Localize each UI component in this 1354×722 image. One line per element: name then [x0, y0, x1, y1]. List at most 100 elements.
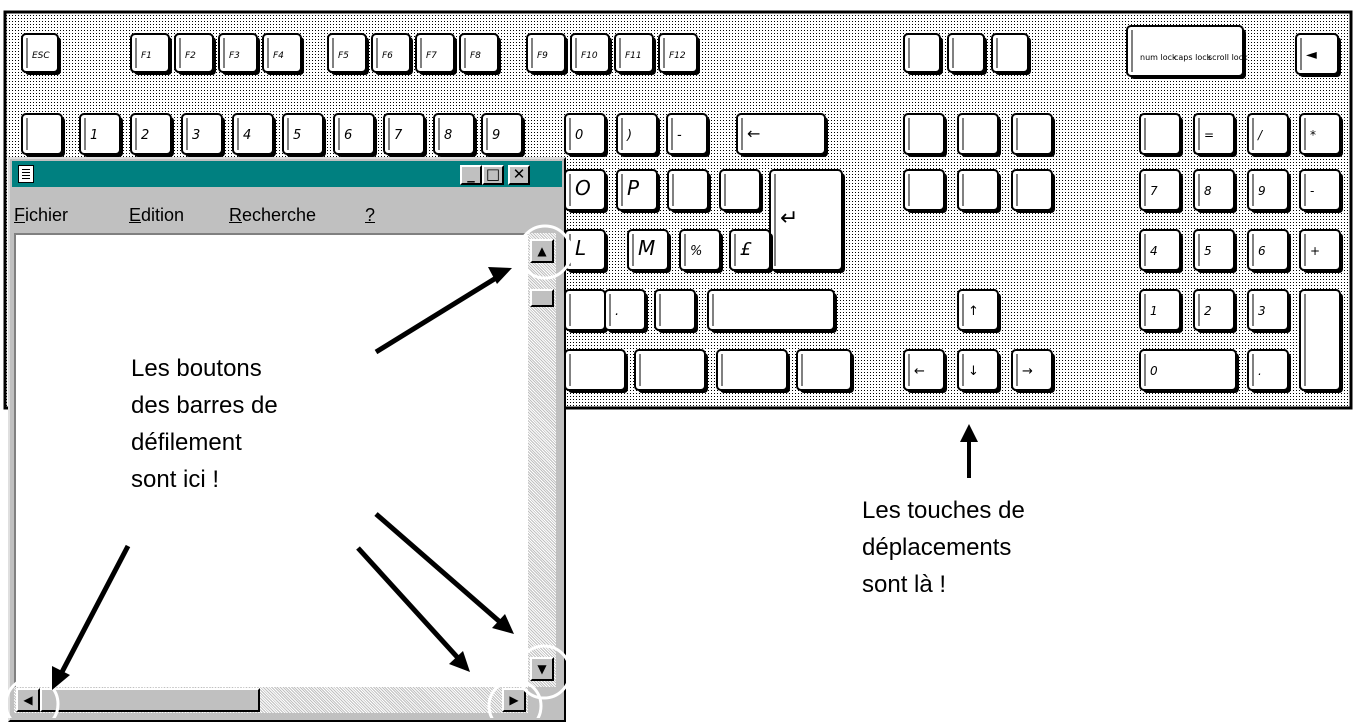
key-label: 4 — [1150, 244, 1158, 258]
key-number-row-9: 9 — [481, 113, 525, 157]
key-label: F6 — [382, 51, 393, 61]
key-escape: ESC — [21, 33, 61, 75]
key-number-row-8: 8 — [433, 113, 477, 157]
key-nav-mid-0 — [903, 169, 947, 213]
key-label: ← — [914, 364, 925, 379]
menu-edition[interactable]: Edition — [129, 205, 184, 226]
key-dollar — [719, 169, 763, 213]
key-kp-5: 5 — [1193, 229, 1237, 273]
key-label: ESC — [32, 51, 50, 61]
key-kp-4: 4 — [1139, 229, 1183, 273]
arrow-keys-annotation: Les touches de déplacements sont là ! — [862, 497, 1025, 598]
key-p: P — [616, 169, 660, 213]
key-label: P — [627, 176, 640, 200]
key-kp-divide: / — [1247, 113, 1291, 157]
key-menu — [716, 349, 790, 393]
key-label: . — [615, 304, 619, 319]
key-number-row-10: 0 — [564, 113, 608, 157]
scroll-right-button[interactable]: ▶ — [502, 688, 526, 712]
key-m: M — [627, 229, 671, 273]
horizontal-scrollbar[interactable]: ◀ ▶ — [14, 687, 528, 713]
menu-fichier[interactable]: Fichier — [14, 205, 68, 226]
key-kp-2: 2 — [1193, 289, 1237, 333]
key-kp-6: 6 — [1247, 229, 1291, 273]
key-label: * — [1310, 128, 1316, 142]
key-label: = — [1204, 128, 1214, 142]
vertical-scrollbar[interactable]: ▲ ▼ — [528, 233, 556, 687]
key-label: . — [1258, 364, 1262, 378]
key-slash — [654, 289, 698, 333]
key-f5: F5 — [327, 33, 369, 75]
resize-grip[interactable] — [528, 687, 556, 713]
key-backspace: ← — [736, 113, 828, 157]
key-nav-mid-1 — [957, 169, 1001, 213]
key-number-row-5: 5 — [282, 113, 326, 157]
key-f12: F12 — [658, 33, 700, 75]
key-label: 2 — [141, 128, 149, 143]
key-label: 2 — [1204, 304, 1212, 318]
key-f8: F8 — [459, 33, 501, 75]
menu-accel: E — [129, 205, 142, 225]
scroll-up-button[interactable]: ▲ — [530, 239, 554, 263]
key-f9: F9 — [526, 33, 568, 75]
maximize-button[interactable]: □ — [482, 165, 504, 185]
key-caret — [667, 169, 711, 213]
key-label: O — [575, 176, 591, 200]
menu-accel: ? — [365, 205, 376, 225]
key-label: F2 — [185, 51, 196, 61]
key-label: F7 — [426, 51, 437, 61]
key-shift-right — [707, 289, 837, 333]
close-button[interactable]: ✕ — [508, 165, 530, 185]
key-label: 8 — [1204, 184, 1212, 198]
key-label: 3 — [1258, 304, 1266, 318]
key-label: ◄ — [1306, 47, 1317, 63]
key-label: £ — [740, 239, 752, 260]
key-nav-top-2 — [1011, 113, 1055, 157]
lock-label: scroll lock — [1208, 53, 1248, 62]
key-f3: F3 — [218, 33, 260, 75]
key-kp-8: 8 — [1193, 169, 1237, 213]
key-kp-7: 7 — [1139, 169, 1183, 213]
key-system-2 — [991, 33, 1031, 75]
key-number-row-6: 6 — [333, 113, 377, 157]
key-f4: F4 — [262, 33, 304, 75]
key-kp-1: 1 — [1139, 289, 1183, 333]
menu-recherche[interactable]: Recherche — [229, 205, 316, 226]
key-windows — [634, 349, 708, 393]
lock-indicator-panel — [1126, 25, 1246, 79]
key-nav-mid-2 — [1011, 169, 1055, 213]
key-label: 8 — [444, 128, 452, 143]
key-label: 0 — [1150, 364, 1158, 378]
key-minus: - — [666, 113, 710, 157]
key-label: 7 — [394, 128, 403, 143]
key-label: ↑ — [968, 304, 979, 319]
scroll-down-button[interactable]: ▼ — [530, 657, 554, 681]
scroll-left-button[interactable]: ◀ — [16, 688, 40, 712]
menu-label: ichier — [25, 205, 69, 225]
key-l: L — [564, 229, 608, 273]
key-number-row-2: 2 — [130, 113, 174, 157]
lock-label: num lock — [1140, 53, 1177, 62]
key-label: → — [1022, 364, 1033, 379]
key-arrow-right: → — [1011, 349, 1055, 393]
title-bar[interactable]: _ □ ✕ — [12, 161, 562, 187]
key-f10: F10 — [570, 33, 612, 75]
key-label: 1 — [90, 128, 98, 143]
horizontal-scroll-thumb[interactable] — [40, 688, 260, 712]
key-label: 6 — [344, 128, 352, 143]
key-label: 9 — [1258, 184, 1266, 198]
minimize-button[interactable]: _ — [460, 165, 482, 185]
key-kp-3: 3 — [1247, 289, 1291, 333]
key-label: 4 — [243, 128, 251, 143]
key-f11: F11 — [614, 33, 656, 75]
key-speaker: ◄ — [1295, 33, 1341, 77]
key-label: F4 — [273, 51, 284, 61]
menu-help[interactable]: ? — [365, 205, 375, 226]
notepad-icon[interactable] — [18, 165, 34, 183]
key-label: 7 — [1150, 184, 1158, 198]
key-label: 9 — [492, 128, 500, 143]
vertical-scroll-thumb[interactable] — [530, 289, 554, 307]
menu-accel: R — [229, 205, 242, 225]
key-ctrl-right — [796, 349, 854, 393]
